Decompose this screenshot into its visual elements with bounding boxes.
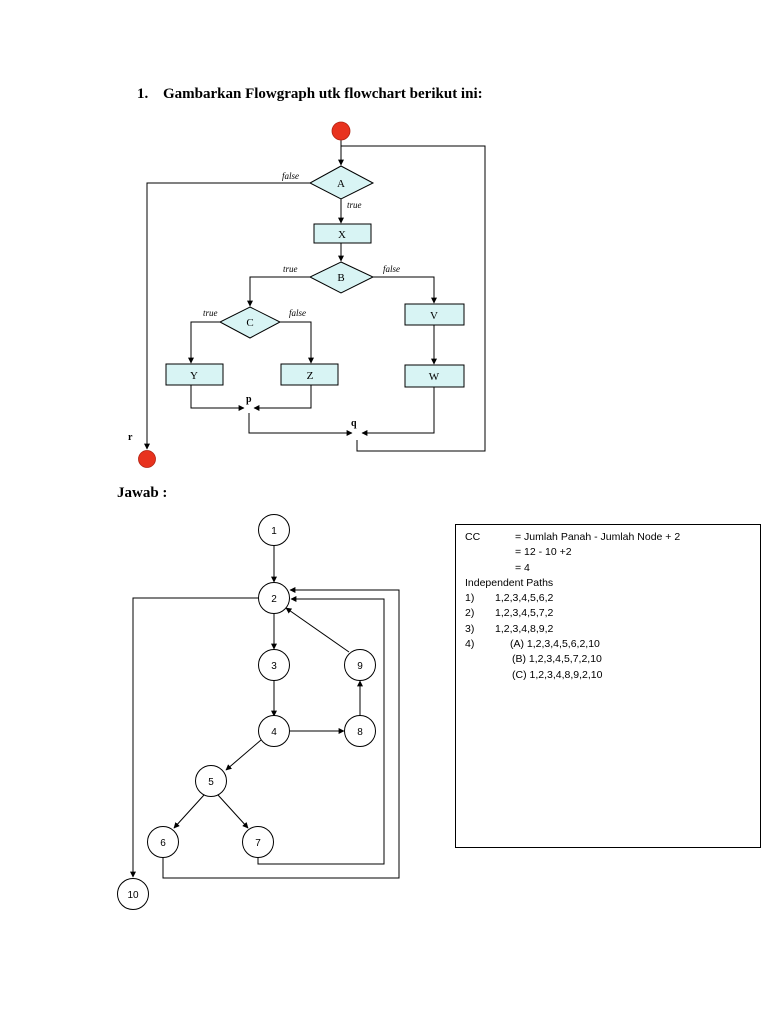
paths-title: Independent Paths <box>465 576 554 589</box>
node-2 <box>258 582 290 614</box>
process-y <box>165 363 224 386</box>
flow-loop-back <box>341 145 486 452</box>
decision-b <box>308 261 375 294</box>
process-z <box>280 363 339 386</box>
node-10-label: 10 <box>127 890 139 901</box>
edge-b-false-label: false <box>383 264 400 274</box>
node-6-label: 6 <box>160 838 166 849</box>
process-x <box>313 223 372 244</box>
node-7 <box>242 826 274 858</box>
flow-b-false <box>373 276 437 304</box>
path-number: 4) <box>465 638 475 651</box>
path-row: (C) 1,2,3,4,8,9,2,10 <box>465 668 760 683</box>
flow-z-to-p <box>253 385 312 411</box>
edge-7-2 <box>257 596 385 865</box>
process-w-label: W <box>429 371 440 383</box>
node-7-label: 7 <box>255 838 261 849</box>
node-1-label: 1 <box>271 526 277 537</box>
node-2-label: 2 <box>271 594 277 605</box>
edge-5-7 <box>217 794 249 829</box>
path-text: 1,2,3,4,8,9,2 <box>495 622 554 635</box>
end-terminal <box>138 450 156 468</box>
node-1 <box>258 514 290 546</box>
path-row: (B) 1,2,3,4,5,7,2,10 <box>465 652 760 667</box>
cc-label: CC <box>465 531 481 543</box>
start-terminal <box>331 121 351 141</box>
decision-c <box>218 306 282 339</box>
node-8-label: 8 <box>357 727 363 738</box>
connector-p-label: p <box>246 394 252 405</box>
flow-c-true <box>188 321 220 364</box>
answer-box: CC = Jumlah Panah - Jumlah Node + 2 = 12… <box>455 524 761 848</box>
node-5 <box>195 765 227 797</box>
path-number: 3) <box>465 622 475 635</box>
paths-title-row: Independent Paths <box>465 576 760 591</box>
process-v <box>404 303 465 326</box>
connector-q-label: q <box>351 418 357 429</box>
node-4 <box>258 715 290 747</box>
flow-c-false <box>280 321 314 364</box>
edge-c-true-label: true <box>203 308 218 318</box>
node-9-label: 9 <box>357 661 363 672</box>
cc-result-row: = 4 <box>465 561 760 576</box>
flow-w-to-q <box>361 387 435 436</box>
question-heading: 1. Gambarkan Flowgraph utk flowchart beri… <box>137 86 483 103</box>
process-w <box>404 364 465 388</box>
decision-a <box>308 165 375 200</box>
process-z-label: Z <box>307 370 314 382</box>
question-number: 1. <box>137 86 149 102</box>
process-x-label: X <box>338 229 346 241</box>
node-3-label: 3 <box>271 661 277 672</box>
edge-2-10 <box>130 597 258 878</box>
flow-a-false <box>144 182 310 450</box>
edge-c-false-label: false <box>289 308 306 318</box>
path-row: 3) 1,2,3,4,8,9,2 <box>465 622 760 637</box>
edge-6-2 <box>162 587 400 879</box>
node-8 <box>344 715 376 747</box>
path-row: 4) (A) 1,2,3,4,5,6,2,10 <box>465 637 760 652</box>
path-row: 2) 1,2,3,4,5,7,2 <box>465 606 760 621</box>
cc-result: = 4 <box>515 561 530 574</box>
flowchart: A X B C V Y Z W p q r false true true fa… <box>128 121 486 468</box>
path-text: (A) 1,2,3,4,5,6,2,10 <box>510 638 600 651</box>
edge-4-5 <box>225 739 262 771</box>
path-number: 1) <box>465 592 475 605</box>
flow-b-true <box>247 276 310 307</box>
decision-b-label: B <box>337 272 344 284</box>
node-10 <box>117 878 149 910</box>
edge-a-false-label: false <box>282 171 299 181</box>
path-text: (C) 1,2,3,4,8,9,2,10 <box>512 668 603 681</box>
edge-5-6 <box>173 794 205 829</box>
cc-calc-row: = 12 - 10 +2 <box>465 545 760 560</box>
node-3 <box>258 649 290 681</box>
edge-b-true-label: true <box>283 264 298 274</box>
node-5-label: 5 <box>208 777 214 788</box>
node-6 <box>147 826 179 858</box>
edge-9-2 <box>285 607 350 653</box>
path-text: 1,2,3,4,5,7,2 <box>495 607 554 620</box>
cc-formula: = Jumlah Panah - Jumlah Node + 2 <box>515 531 681 543</box>
cc-row: CC = Jumlah Panah - Jumlah Node + 2 <box>465 530 760 545</box>
path-text: (B) 1,2,3,4,5,7,2,10 <box>512 653 602 666</box>
cc-calc: = 12 - 10 +2 <box>515 546 572 559</box>
question-text: Gambarkan Flowgraph utk flowchart beriku… <box>163 86 483 102</box>
flow-y-to-p <box>190 385 245 411</box>
decision-a-label: A <box>337 178 345 190</box>
path-text: 1,2,3,4,5,6,2 <box>495 592 554 605</box>
connector-r-label: r <box>128 432 133 443</box>
path-number: 2) <box>465 607 475 620</box>
answer-label: Jawab : <box>117 485 168 501</box>
process-v-label: V <box>430 310 438 322</box>
decision-c-label: C <box>246 317 253 329</box>
node-4-label: 4 <box>271 727 277 738</box>
edge-a-true-label: true <box>347 200 362 210</box>
process-y-label: Y <box>190 370 198 382</box>
node-9 <box>344 649 376 681</box>
flow-p-to-q <box>248 413 353 436</box>
path-row: 1) 1,2,3,4,5,6,2 <box>465 591 760 606</box>
